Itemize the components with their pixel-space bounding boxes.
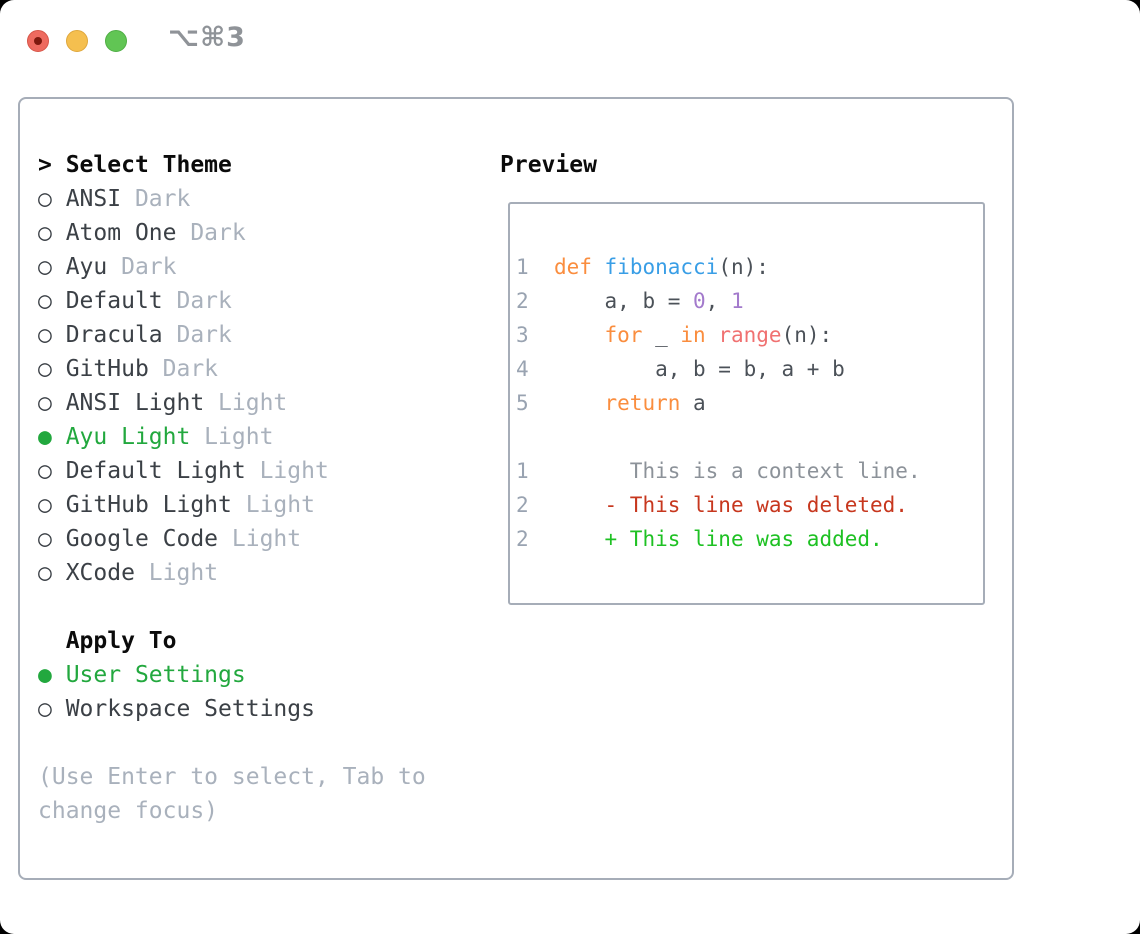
minimize-button[interactable] xyxy=(66,30,88,52)
help-text: change focus) xyxy=(38,798,219,824)
code-line: 2 a, b = 0, 1 xyxy=(516,289,744,313)
window-title: ⌥⌘3 xyxy=(168,22,246,53)
radio-selected-icon: ● xyxy=(38,662,66,688)
radio-unselected-icon: ○ xyxy=(38,356,66,382)
theme-option-default-light[interactable]: ○ Default Light Light xyxy=(38,458,329,484)
radio-unselected-icon: ○ xyxy=(38,186,66,212)
theme-picker-panel: > Select Theme ○ ANSI Dark ○ Atom One Dark… xyxy=(18,97,1014,880)
radio-unselected-icon: ○ xyxy=(38,458,66,484)
code-line: 2 - This line was deleted. xyxy=(516,493,908,517)
code-line: 5 return a xyxy=(516,391,706,415)
code-line: 1 def fibonacci(n): xyxy=(516,255,769,279)
apply-option-user-settings[interactable]: ● User Settings xyxy=(38,662,246,688)
blank-row xyxy=(38,726,426,760)
theme-option-ayu[interactable]: ○ Ayu Dark xyxy=(38,254,177,280)
code-line: 2 + This line was added. xyxy=(516,527,883,551)
radio-selected-icon: ● xyxy=(38,424,66,450)
code-line: 4 a, b = b, a + b xyxy=(516,357,845,381)
preview-header: Preview xyxy=(500,152,597,178)
radio-unselected-icon: ○ xyxy=(38,560,66,586)
zoom-button[interactable] xyxy=(105,30,127,52)
code-line: 1 This is a context line. xyxy=(516,459,921,483)
select-theme-header: > Select Theme xyxy=(38,152,232,178)
theme-option-xcode[interactable]: ○ XCode Light xyxy=(38,560,219,586)
theme-option-dracula[interactable]: ○ Dracula Dark xyxy=(38,322,232,348)
theme-option-default[interactable]: ○ Default Dark xyxy=(38,288,232,314)
radio-unselected-icon: ○ xyxy=(38,322,66,348)
radio-unselected-icon: ○ xyxy=(38,288,66,314)
theme-option-ayu-light[interactable]: ● Ayu Light Light xyxy=(38,424,274,450)
theme-option-github[interactable]: ○ GitHub Dark xyxy=(38,356,219,382)
close-dot-icon xyxy=(34,37,42,45)
radio-unselected-icon: ○ xyxy=(38,220,66,246)
apply-option-workspace-settings[interactable]: ○ Workspace Settings xyxy=(38,696,315,722)
radio-unselected-icon: ○ xyxy=(38,254,66,280)
theme-option-ansi-light[interactable]: ○ ANSI Light Light xyxy=(38,390,288,416)
close-button[interactable] xyxy=(27,30,49,52)
preview-box: 1 def fibonacci(n): 2 a, b = 0, 1 3 for _ … xyxy=(508,202,985,605)
apply-to-header: Apply To xyxy=(65,628,177,654)
radio-unselected-icon: ○ xyxy=(38,492,66,518)
help-text: (Use Enter to select, Tab to xyxy=(38,764,426,790)
theme-option-github-light[interactable]: ○ GitHub Light Light xyxy=(38,492,315,518)
radio-unselected-icon: ○ xyxy=(38,526,66,552)
radio-unselected-icon: ○ xyxy=(38,696,66,722)
theme-option-google-code[interactable]: ○ Google Code Light xyxy=(38,526,302,552)
theme-option-atom-one[interactable]: ○ Atom One Dark xyxy=(38,220,246,246)
radio-unselected-icon: ○ xyxy=(38,390,66,416)
theme-list: > Select Theme ○ ANSI Dark ○ Atom One Dark… xyxy=(38,148,426,828)
code-preview: 1 def fibonacci(n): 2 a, b = 0, 1 3 for _ … xyxy=(516,250,921,556)
blank-row xyxy=(38,590,426,624)
theme-option-ansi[interactable]: ○ ANSI Dark xyxy=(38,186,191,212)
code-line xyxy=(516,420,921,454)
code-line: 3 for _ in range(n): xyxy=(516,323,833,347)
